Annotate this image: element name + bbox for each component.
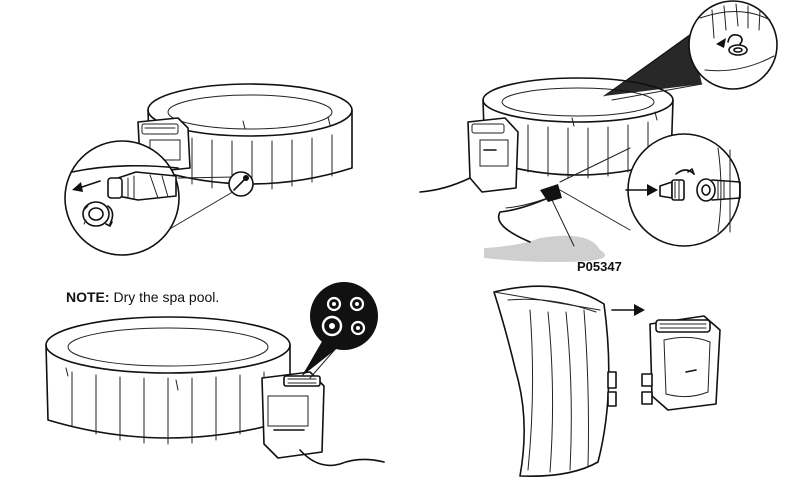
note-prefix: NOTE: bbox=[66, 289, 110, 305]
pump-unit-2 bbox=[419, 117, 519, 193]
cap-icon-1 bbox=[82, 201, 114, 227]
pump-unit-4 bbox=[641, 315, 721, 411]
arrow-icon-2 bbox=[625, 184, 658, 196]
rotate-arrow-icon bbox=[716, 34, 743, 48]
magnifier-lens-top bbox=[603, 0, 778, 101]
arrow-icon-3 bbox=[611, 304, 645, 316]
drain-hose: P05347 bbox=[484, 184, 622, 274]
spa-outlet-fitting bbox=[696, 178, 741, 202]
pump-unit-3 bbox=[261, 371, 385, 467]
ports-icon bbox=[321, 296, 366, 337]
magnifier-lens-1 bbox=[64, 140, 254, 256]
note-text: NOTE: Dry the spa pool. bbox=[66, 289, 219, 305]
magnifier-lens-2 bbox=[559, 133, 741, 247]
magnifier-lens-3 bbox=[301, 282, 378, 379]
panel-4-detach-pump bbox=[493, 285, 721, 478]
spa-tub-3 bbox=[45, 316, 291, 445]
arrow-icon-1 bbox=[72, 180, 101, 192]
hose-connector-1 bbox=[107, 171, 177, 201]
drain-valve-icon bbox=[728, 44, 748, 56]
panel-3-dry-spa: NOTE: Dry the spa pool. bbox=[45, 282, 385, 467]
panel-1-disconnect-cap bbox=[64, 83, 353, 256]
part-number-label: P05347 bbox=[577, 259, 622, 274]
note-body: Dry the spa pool. bbox=[110, 289, 220, 305]
panel-2-attach-drain-adapter: P05347 bbox=[419, 0, 778, 274]
spa-wall-section bbox=[493, 285, 617, 478]
adapter-fitting bbox=[659, 168, 695, 201]
